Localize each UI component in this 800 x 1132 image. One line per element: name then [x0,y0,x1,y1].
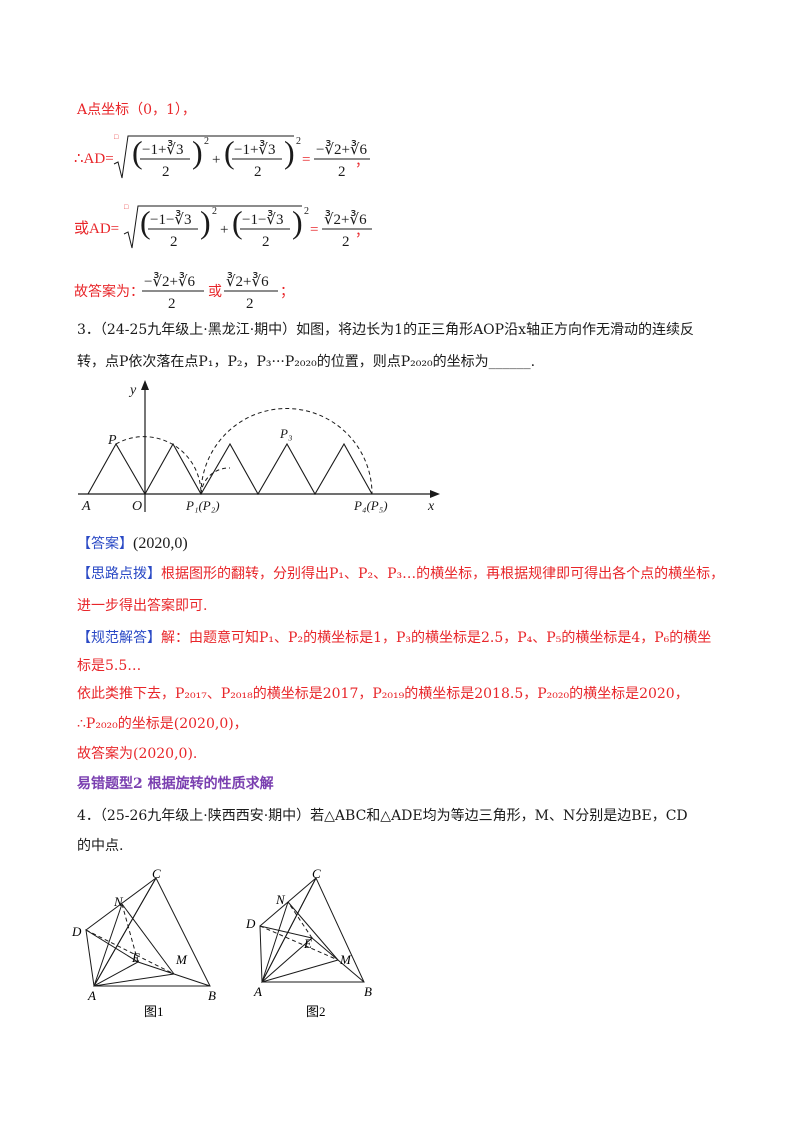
q3-solution-line5: 故答案为(2020,0). [77,746,198,762]
fig2-label-n: N [275,892,286,907]
label-p3: P₃ [279,426,292,441]
svg-text:): ) [192,134,203,170]
fig2-caption: 图2 [306,1004,326,1019]
svg-text:2: 2 [338,164,346,180]
answer-num1: −∛2+∛6 [144,272,196,290]
fig2-label-d: D [245,916,256,931]
section-title: 易错题型2 根据旋转的性质求解 [77,776,274,792]
label-p: P [107,433,117,448]
q3-line2: 转，点P依次落在点P₁，P₂，P₃···P₂₀₂₀的位置，则点P₂₀₂₀的坐标为… [77,354,536,370]
answer-num2: ∛2+∛6 [226,272,269,290]
ad1-term1-numerator: −1+∛3 [142,140,183,158]
ad-formula-1: ∴AD= □ ( −1+∛3 2 ) 2 + ( −1+∛3 2 ) 2 = −… [74,133,370,180]
q3-hint-line1: 【思路点拨】根据图形的翻转，分别得出P₁、P₂、P₃…的横坐标，再根据规律即可得… [77,566,725,582]
q3-line1: 3．（24-25九年级上·黑龙江·期中）如图，将边长为1的正三角形AOP沿x轴正… [77,322,694,338]
svg-text:): ) [284,134,295,170]
q3-solution-line2: 标是5.5… [77,658,142,674]
y-axis-label: y [128,383,137,398]
svg-text:2: 2 [296,136,301,147]
fig1-caption: 图1 [144,1004,164,1019]
ad2-term1-numerator: −1−∛3 [150,210,191,228]
x-axis-label: x [427,499,435,514]
svg-text:+: + [212,152,220,168]
fig1-label-a: A [87,988,96,1003]
fig2-label-b: B [364,984,372,999]
svg-text:2: 2 [168,296,176,312]
svg-text:): ) [200,204,211,240]
ad2-term2-numerator: −1−∛3 [242,210,283,228]
svg-text:(: ( [232,204,243,240]
q3-rolling-triangle-figure: y x P A O P₁(P₂) P₃ P₄(P₅) [78,380,440,514]
svg-text:(: ( [140,204,151,240]
svg-text:2: 2 [304,206,309,217]
svg-text:；: ； [280,285,294,300]
svg-text:2: 2 [170,234,178,250]
label-p1p2: P₁(P₂) [185,498,220,513]
svg-text:(: ( [224,134,235,170]
svg-text:(: ( [132,134,143,170]
ad1-suffix: ， [355,154,369,170]
ad2-prefix: 或AD= [74,220,119,237]
q3-answer: 【答案】(2020,0) [77,535,188,552]
fig2-label-m: M [339,952,352,967]
svg-text:=: = [302,152,310,168]
svg-text:+: + [220,222,228,238]
q3-solution-line1: 【规范解答】解：由题意可知P₁、P₂的横坐标是1，P₃的横坐标是2.5，P₄、P… [77,630,712,646]
ad1-term1-denominator: 2 [162,164,170,180]
label-a: A [81,499,91,514]
fig1-label-c: C [152,866,161,881]
svg-text:2: 2 [262,234,270,250]
ad2-suffix: ， [355,224,369,240]
svg-text:□: □ [124,203,129,211]
q3-solution-line3: 依此类推下去，P₂₀₁₇、P₂₀₁₈的横坐标是2017，P₂₀₁₉的横坐标是20… [77,686,689,702]
fig1-label-b: B [208,988,216,1003]
fig1-label-e: E [131,950,140,965]
ad1-prefix: ∴AD= [74,151,114,167]
coordinate-line: A点坐标（0，1）， [77,102,196,118]
svg-text:2: 2 [246,296,254,312]
answer-prefix: 故答案为： [74,283,144,300]
svg-text:): ) [292,204,303,240]
ad1-result-numerator: −∛2+∛6 [316,140,368,158]
svg-text:2: 2 [254,164,262,180]
svg-text:□: □ [114,133,119,141]
q4-figure-1: C N D E M A B 图1 [71,866,216,1019]
q4-figure-2: C N D E M A B 图2 [245,866,372,1019]
svg-text:2: 2 [212,206,217,217]
fig1-label-n: N [113,894,124,909]
q3-solution-line4: ∴P₂₀₂₀的坐标是(2020,0)， [77,716,248,732]
ad-formula-2: 或AD= □ ( −1−∛3 2 ) 2 + ( −1−∛3 2 ) 2 = ∛… [74,203,372,250]
fig1-label-m: M [175,952,188,967]
answer-formula: 故答案为： −∛2+∛6 2 或 ∛2+∛6 2 ； [74,272,294,312]
svg-text:或: 或 [208,284,222,300]
svg-text:2: 2 [342,234,350,250]
fig1-label-d: D [71,924,82,939]
q3-hint-line2: 进一步得出答案即可. [77,598,208,614]
ad1-term2-numerator: −1+∛3 [234,140,275,158]
svg-text:=: = [310,222,318,238]
fig2-label-c: C [312,866,321,881]
label-p4p5: P₄(P₅) [353,498,388,513]
fig2-label-e: E [303,936,312,951]
label-o: O [132,499,142,514]
fig2-label-a: A [253,984,262,999]
ad2-result-numerator: ∛2+∛6 [324,210,367,228]
q4-line1: 4．（25-26九年级上·陕西西安·期中）若△ABC和△ADE均为等边三角形，M… [77,808,688,824]
svg-text:2: 2 [204,136,209,147]
q4-line2: 的中点. [77,838,124,854]
